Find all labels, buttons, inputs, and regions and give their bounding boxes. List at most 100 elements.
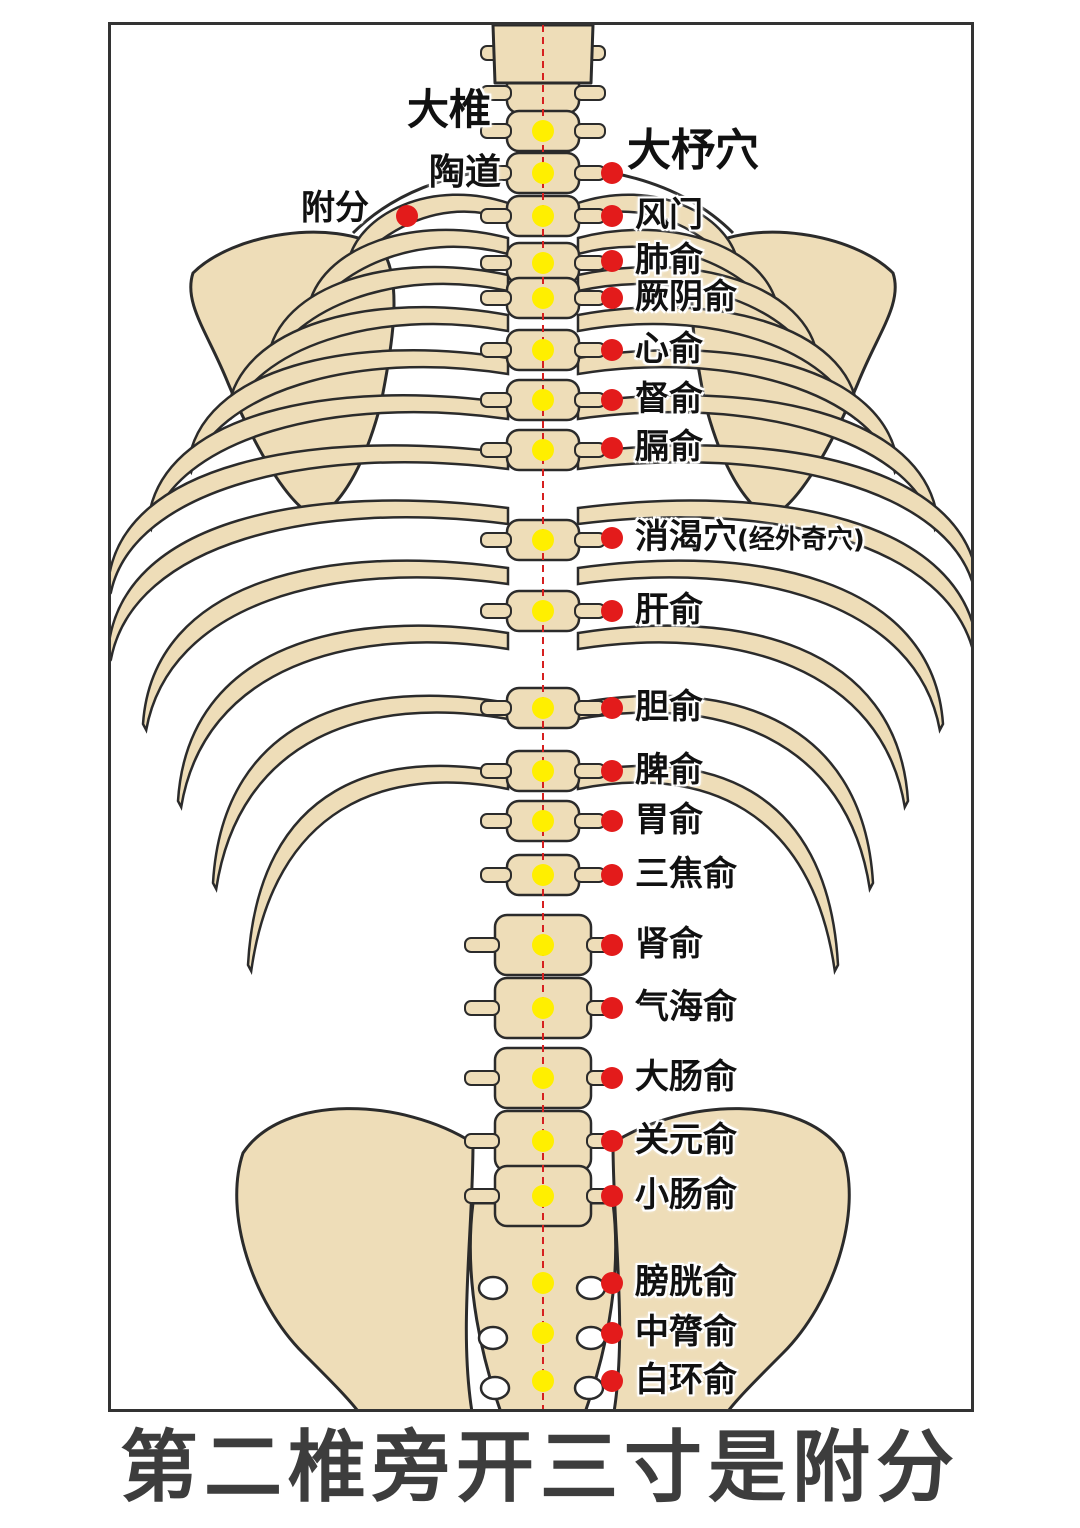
du-meridian-point xyxy=(532,1322,554,1344)
acupoint-label: 肺俞 xyxy=(635,240,703,280)
fufen-point xyxy=(396,205,418,227)
acupoint-label: 脾俞 xyxy=(635,750,703,790)
acupoint-label: 心俞 xyxy=(635,329,703,369)
transverse-process xyxy=(480,165,512,181)
transverse-process xyxy=(464,1133,500,1149)
bladder-point xyxy=(601,997,623,1019)
transverse-process xyxy=(464,937,500,953)
acupoint-label: 膀胱俞 xyxy=(635,1262,737,1302)
du-meridian-point xyxy=(532,1130,554,1152)
left-rib xyxy=(141,559,510,734)
transverse-process xyxy=(480,813,512,829)
right-clavicle xyxy=(612,171,735,235)
transverse-process xyxy=(480,392,512,408)
du-meridian-point xyxy=(532,864,554,886)
left-rib xyxy=(111,444,510,595)
bladder-point xyxy=(601,339,623,361)
sacrum xyxy=(468,1201,618,1409)
du-meridian-point xyxy=(532,529,554,551)
left-rib xyxy=(211,694,510,893)
du-meridian-point xyxy=(532,1272,554,1294)
left-rib xyxy=(176,624,510,811)
du-meridian-point xyxy=(532,1185,554,1207)
transverse-process xyxy=(574,255,606,271)
du-meridian-point xyxy=(532,120,554,142)
bladder-point xyxy=(601,1067,623,1089)
right-rib xyxy=(576,559,945,734)
acupoint-label: 胃俞 xyxy=(635,800,703,840)
right-rib xyxy=(576,764,840,975)
transverse-process xyxy=(574,867,606,883)
transverse-process xyxy=(464,1188,500,1204)
transverse-process xyxy=(574,603,606,619)
acupoint-label: 胆俞 xyxy=(635,687,703,727)
du-meridian-point xyxy=(532,162,554,184)
transverse-process xyxy=(574,392,606,408)
du-meridian-point xyxy=(532,252,554,274)
transverse-process xyxy=(464,1070,500,1086)
bladder-point xyxy=(601,697,623,719)
bladder-point xyxy=(601,934,623,956)
transverse-process xyxy=(480,700,512,716)
transverse-process xyxy=(574,532,606,548)
transverse-process xyxy=(480,442,512,458)
transverse-process xyxy=(480,603,512,619)
acupoint-label: 大肠俞 xyxy=(635,1057,737,1097)
bladder-point xyxy=(601,1322,623,1344)
acupoint-label: 肝俞 xyxy=(635,590,703,630)
transverse-process xyxy=(574,813,606,829)
du-meridian-point xyxy=(532,205,554,227)
left-ilium xyxy=(235,1107,475,1409)
transverse-process xyxy=(480,532,512,548)
left-rib xyxy=(111,499,510,662)
dazhui-label: 大椎 xyxy=(407,85,492,134)
acupoint-label: 膈俞 xyxy=(635,427,703,467)
acupoint-label: 督俞 xyxy=(635,379,703,419)
bladder-point xyxy=(601,810,623,832)
caption: 第二椎旁开三寸是附分 xyxy=(119,1423,960,1513)
left-clavicle xyxy=(351,171,474,235)
acupoint-label: 厥阴俞 xyxy=(635,277,737,317)
sacral-foramen xyxy=(573,1375,605,1401)
du-meridian-point xyxy=(532,389,554,411)
acupoint-label: 消渴穴(经外奇穴) xyxy=(635,517,865,557)
transverse-process xyxy=(464,1000,500,1016)
transverse-process xyxy=(574,290,606,306)
xiaoke-note: (经外奇穴) xyxy=(737,525,865,555)
acupoint-label: 肾俞 xyxy=(635,924,703,964)
left-rib xyxy=(246,764,510,975)
transverse-process xyxy=(574,342,606,358)
sacral-foramen xyxy=(477,1325,509,1351)
acupoint-label: 中膂俞 xyxy=(635,1312,737,1352)
du-meridian-point xyxy=(532,810,554,832)
transverse-process xyxy=(480,867,512,883)
transverse-process xyxy=(480,123,512,139)
acupoint-label: 白环俞 xyxy=(635,1360,737,1400)
acupoint-label: 风门 xyxy=(635,195,703,235)
bladder-point xyxy=(601,205,623,227)
du-meridian-point xyxy=(532,1370,554,1392)
right-rib xyxy=(576,444,971,583)
du-meridian-point xyxy=(532,760,554,782)
transverse-process xyxy=(480,255,512,271)
du-meridian-point xyxy=(532,600,554,622)
bladder-point xyxy=(601,600,623,622)
transverse-process xyxy=(480,85,512,101)
acupoint-label: 小肠俞 xyxy=(635,1175,737,1215)
bladder-point xyxy=(601,437,623,459)
du-meridian-point xyxy=(532,934,554,956)
transverse-process xyxy=(574,763,606,779)
bladder-point xyxy=(601,760,623,782)
du-meridian-point xyxy=(532,287,554,309)
bladder-point xyxy=(601,527,623,549)
du-meridian-point xyxy=(532,339,554,361)
du-meridian-point xyxy=(532,697,554,719)
bladder-point xyxy=(601,1370,623,1392)
skeleton-illustration xyxy=(111,25,971,1409)
bladder-point xyxy=(601,864,623,886)
transverse-process xyxy=(480,290,512,306)
acupoint-label: 气海俞 xyxy=(635,987,737,1027)
transverse-process xyxy=(574,123,606,139)
transverse-process xyxy=(574,85,606,101)
transverse-process xyxy=(574,442,606,458)
